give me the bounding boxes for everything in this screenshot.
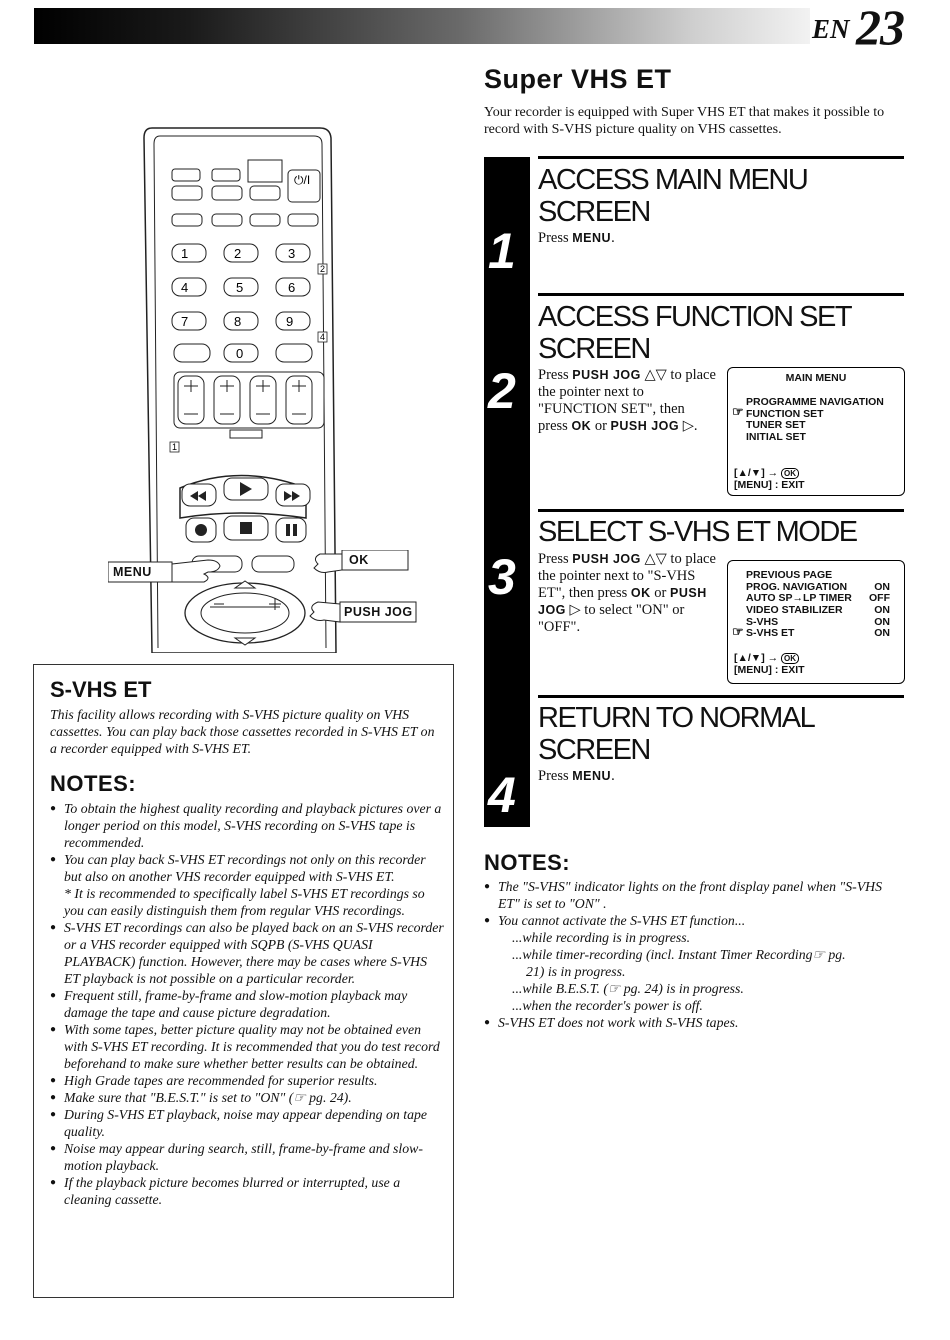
note-item: Noise may appear during search, still, f… bbox=[50, 1140, 444, 1174]
step-number-1: 1 bbox=[488, 223, 516, 279]
ok-icon: OK bbox=[781, 653, 800, 664]
note-item: You cannot activate the S-VHS ET functio… bbox=[484, 912, 904, 1014]
step-divider bbox=[538, 695, 904, 698]
step-number-2: 2 bbox=[488, 363, 516, 419]
osd-item: INITIAL SET bbox=[746, 431, 806, 443]
step-text-1: Press MENU. bbox=[538, 230, 615, 246]
key-0: 0 bbox=[236, 346, 243, 361]
key-2: 2 bbox=[234, 246, 241, 261]
header-band bbox=[34, 8, 810, 44]
step-text-4: Press MENU. bbox=[538, 768, 615, 784]
step-bar bbox=[484, 157, 530, 827]
notes-list: To obtain the highest quality recording … bbox=[50, 800, 444, 1208]
key-6: 6 bbox=[288, 280, 295, 295]
key-5: 5 bbox=[236, 280, 243, 295]
step-divider bbox=[538, 509, 904, 512]
step-title-4: RETURN TO NORMAL SCREEN bbox=[538, 702, 815, 766]
step-title-2: ACCESS FUNCTION SET SCREEN bbox=[538, 301, 852, 365]
step-divider bbox=[538, 293, 904, 296]
key-3: 3 bbox=[288, 246, 295, 261]
pointer-icon: ☞ bbox=[732, 404, 744, 419]
ok-icon: OK bbox=[781, 468, 800, 479]
note-item: With some tapes, better picture quality … bbox=[50, 1021, 444, 1072]
step-number-4: 4 bbox=[488, 767, 516, 823]
note-item: You can play back S-VHS ET recordings no… bbox=[50, 851, 444, 919]
osd-main-menu: MAIN MENU PROGRAMME NAVIGATION ☞ FUNCTIO… bbox=[727, 367, 905, 496]
note-item: Make sure that "B.E.S.T." is set to "ON"… bbox=[50, 1089, 444, 1106]
osd-footer: [▲/▼] → OK bbox=[734, 652, 890, 665]
note-item: High Grade tapes are recommended for sup… bbox=[50, 1072, 444, 1089]
remote-small-label: 4 bbox=[320, 332, 325, 342]
pointer-icon: ☞ bbox=[732, 624, 744, 639]
step-title-1: ACCESS MAIN MENU SCREEN bbox=[538, 164, 809, 228]
osd-item: PROGRAMME NAVIGATION bbox=[746, 396, 884, 408]
remote-small-label: 1 bbox=[172, 442, 177, 452]
power-icon: ⏻/I bbox=[294, 173, 310, 187]
osd-title: MAIN MENU bbox=[785, 372, 847, 384]
callout-menu: MENU bbox=[113, 565, 152, 579]
step-text-3: Press PUSH JOG △▽ to place the pointer n… bbox=[538, 551, 716, 635]
note-item: S-VHS ET recordings can also be played b… bbox=[50, 919, 444, 987]
callout-push-jog: PUSH JOG bbox=[344, 605, 413, 619]
osd-item: FUNCTION SET bbox=[746, 408, 824, 420]
info-box-title: S-VHS ET bbox=[50, 677, 152, 702]
intro-text: Your recorder is equipped with Super VHS… bbox=[484, 105, 885, 137]
note-item: The "S-VHS" indicator lights on the fron… bbox=[484, 878, 904, 912]
callout-pointers bbox=[108, 550, 417, 623]
key-4: 4 bbox=[181, 280, 188, 295]
osd-footer: [▲/▼] → OK bbox=[734, 467, 890, 480]
note-item: S-VHS ET does not work with S-VHS tapes. bbox=[484, 1014, 904, 1031]
osd-item: TUNER SET bbox=[746, 419, 806, 431]
step-number-3: 3 bbox=[488, 549, 516, 605]
notes-title: NOTES: bbox=[484, 850, 571, 875]
page-title: Super VHS ET bbox=[484, 64, 672, 94]
step-divider bbox=[538, 156, 904, 159]
note-item: During S-VHS ET playback, noise may appe… bbox=[50, 1106, 444, 1140]
osd-footer: [MENU] : EXIT bbox=[734, 664, 805, 676]
step-title-3: SELECT S-VHS ET MODE bbox=[538, 516, 858, 548]
key-1: 1 bbox=[181, 246, 188, 261]
note-item: Frequent still, frame-by-frame and slow-… bbox=[50, 987, 444, 1021]
step-text-2: Press PUSH JOG △▽ to place the pointer n… bbox=[538, 367, 716, 434]
svhs-et-info-box bbox=[33, 664, 454, 1298]
page-number: 23 bbox=[856, 0, 905, 55]
info-box-text: This facility allows recording with S-VH… bbox=[50, 707, 435, 756]
notes-title: NOTES: bbox=[50, 771, 137, 796]
notes-list: The "S-VHS" indicator lights on the fron… bbox=[484, 878, 904, 1031]
callout-ok: OK bbox=[349, 553, 369, 567]
osd-footer: [MENU] : EXIT bbox=[734, 479, 805, 491]
remote-small-label: 2 bbox=[320, 264, 325, 274]
key-8: 8 bbox=[234, 314, 241, 329]
note-item: To obtain the highest quality recording … bbox=[50, 800, 444, 851]
language-label: EN bbox=[812, 14, 850, 44]
osd-item: PREVIOUS PAGE bbox=[746, 569, 833, 581]
note-item: If the playback picture becomes blurred … bbox=[50, 1174, 444, 1208]
key-7: 7 bbox=[181, 314, 188, 329]
key-9: 9 bbox=[286, 314, 293, 329]
